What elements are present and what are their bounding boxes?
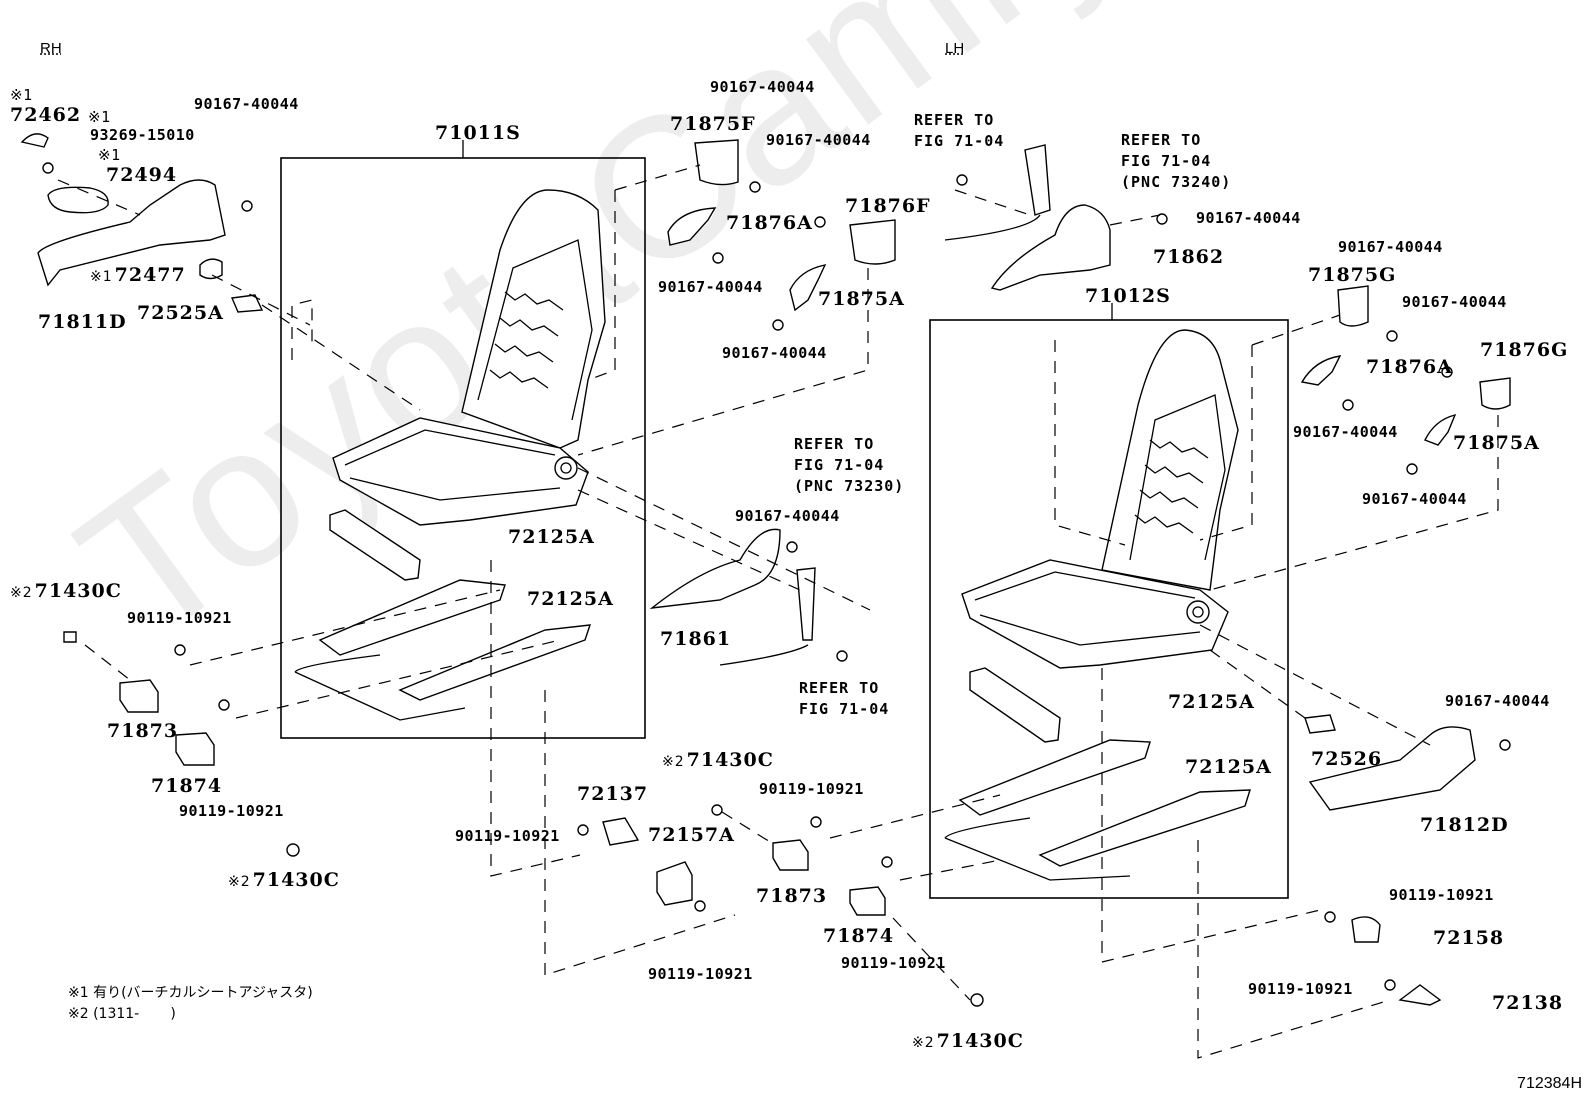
part-label[interactable]: 71430C [34,580,122,602]
rh-seat-frame [294,189,606,721]
part-label[interactable]: 72137 [577,783,649,805]
part-label[interactable]: 71874 [823,925,895,947]
part-label[interactable]: 71861 [660,628,732,650]
connection-lines [57,164,1499,1059]
part-label[interactable]: 90119-10921 [1248,980,1353,998]
part-label[interactable]: 72138 [1492,992,1564,1014]
part-label[interactable]: 90167-40044 [1402,293,1507,311]
part-label[interactable]: 93269-15010 [90,126,195,144]
part-label[interactable]: 90119-10921 [455,827,560,845]
note-mark-2: ※2 [662,754,685,770]
refer-note-pnc-73230[interactable]: REFER TO FIG 71-04 (PNC 73230) [794,435,905,495]
part-label[interactable]: 71430C [686,749,774,771]
part-label[interactable]: 71876A [726,212,813,234]
part-label[interactable]: 71876A [1366,356,1453,378]
part-label[interactable]: 72125A [1185,756,1272,778]
part-label[interactable]: 90167-40044 [735,507,840,525]
note-mark-1: ※1 [88,108,111,126]
part-label[interactable]: 90167-40044 [710,78,815,96]
lh-side-parts [944,144,1511,1006]
part-label[interactable]: 90167-40044 [1362,490,1467,508]
footnote-2: ※2 (1311- ) [68,1006,176,1022]
part-label[interactable]: 72157A [648,824,735,846]
part-label[interactable]: 71873 [756,885,828,907]
part-label[interactable]: 71811D [38,311,127,333]
part-label[interactable]: 72525A [137,302,224,324]
footnote-1: ※1 有り(バーチカルシートアジャスタ) [68,985,313,1001]
part-label[interactable]: 90167-40044 [194,95,299,113]
part-label[interactable]: 72125A [1168,691,1255,713]
part-label[interactable]: 90119-10921 [1389,886,1494,904]
part-label[interactable]: 71875A [1453,432,1540,454]
part-label[interactable]: 90119-10921 [759,780,864,798]
part-label[interactable]: 90119-10921 [841,954,946,972]
part-label[interactable]: 71876G [1480,339,1569,361]
part-label[interactable]: 90167-40044 [658,278,763,296]
lh-assembly-box [929,319,1289,899]
note-mark-2: ※2 [10,585,33,601]
part-label-rh-assembly[interactable]: 71011S [435,122,521,144]
part-label[interactable]: 90167-40044 [766,131,871,149]
refer-note-fig-71-04[interactable]: REFER TO FIG 71-04 [799,679,890,718]
part-label[interactable]: 90167-40044 [1196,209,1301,227]
part-label[interactable]: 90167-40044 [1445,692,1550,710]
refer-note-pnc-73240[interactable]: REFER TO FIG 71-04 (PNC 73240) [1121,131,1232,191]
refer-note-fig-71-04[interactable]: REFER TO FIG 71-04 [914,111,1005,150]
note-mark-1: ※1 [98,146,121,164]
part-label[interactable]: 72125A [508,526,595,548]
part-label[interactable]: 71430C [936,1030,1024,1052]
note-mark-2: ※2 [228,874,251,890]
part-label-lh-assembly[interactable]: 71012S [1085,285,1171,307]
diagram-code: 712384H [1517,1075,1582,1092]
part-label[interactable]: 71875G [1308,264,1397,286]
part-label[interactable]: 71862 [1153,246,1225,268]
part-label[interactable]: 90119-10921 [648,965,753,983]
part-label[interactable]: 72494 [106,164,178,186]
part-label[interactable]: 90119-10921 [179,802,284,820]
part-label[interactable]: 72158 [1433,927,1505,949]
note-mark-1: ※1 [90,269,113,285]
part-label[interactable]: 71430C [252,869,340,891]
part-label[interactable]: 90119-10921 [127,609,232,627]
part-label[interactable]: 71873 [107,720,179,742]
part-label[interactable]: 72462 [10,104,82,126]
part-label[interactable]: 72526 [1311,748,1383,770]
lh-side-label: LH [945,40,965,57]
part-label[interactable]: 90167-40044 [722,344,827,362]
part-label[interactable]: 90167-40044 [1293,423,1398,441]
center-parts [577,139,984,1007]
part-label[interactable]: 71875F [670,113,756,135]
part-label[interactable]: 90167-40044 [1338,238,1443,256]
part-label[interactable]: 71875A [818,288,905,310]
rh-side-label: RH [40,40,62,57]
note-mark-1: ※1 [10,86,33,104]
rh-side-parts [20,133,300,857]
part-label[interactable]: 72477 [114,264,186,286]
note-mark-2: ※2 [912,1035,935,1051]
part-label[interactable]: 71874 [151,775,223,797]
part-label[interactable]: 71812D [1420,814,1509,836]
lh-seat-frame [944,329,1251,881]
part-label[interactable]: 71876F [845,195,931,217]
part-label[interactable]: 72125A [527,588,614,610]
